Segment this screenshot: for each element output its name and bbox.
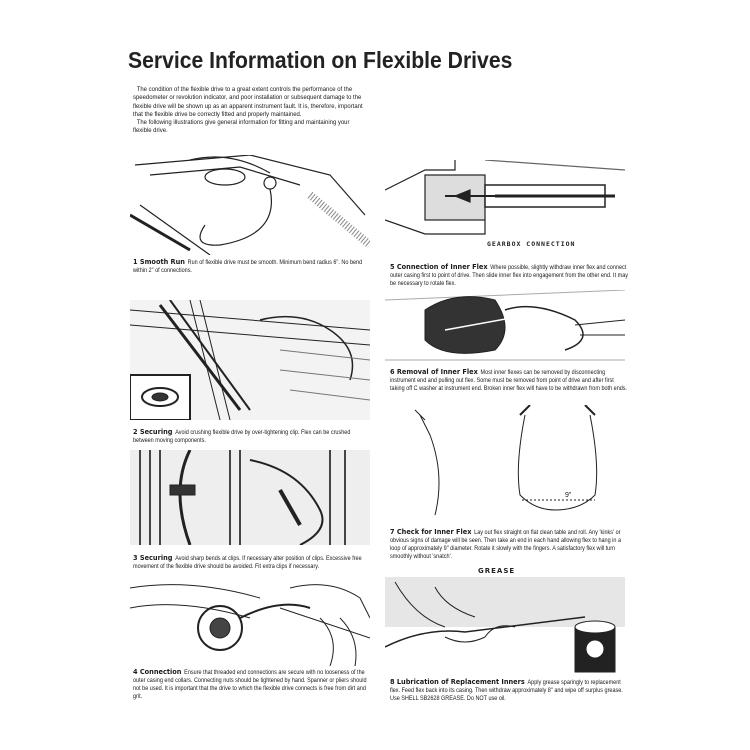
- grease-label: GREASE: [478, 567, 516, 575]
- loop-diameter-label: 9": [565, 492, 572, 499]
- illustration-smooth-run: [130, 155, 370, 255]
- illustration-gearbox-connection: [385, 160, 625, 236]
- intro-paragraph: The condition of the flexible drive to a…: [133, 86, 363, 118]
- illustration-lubrication: [385, 577, 625, 673]
- illustration-removal: [385, 290, 625, 365]
- illustration-securing-bends: [130, 450, 370, 545]
- gearbox-connection-label: GEARBOX CONNECTION: [487, 240, 576, 248]
- illustration-securing-clip: [130, 300, 370, 420]
- page-title: Service Information on Flexible Drives: [128, 47, 513, 73]
- intro-paragraph: The following illustrations give general…: [133, 119, 350, 135]
- illustration-check-flex: [385, 405, 625, 520]
- intro-text: The condition of the flexible drive to a…: [133, 86, 367, 136]
- illustration-connection: [130, 578, 370, 666]
